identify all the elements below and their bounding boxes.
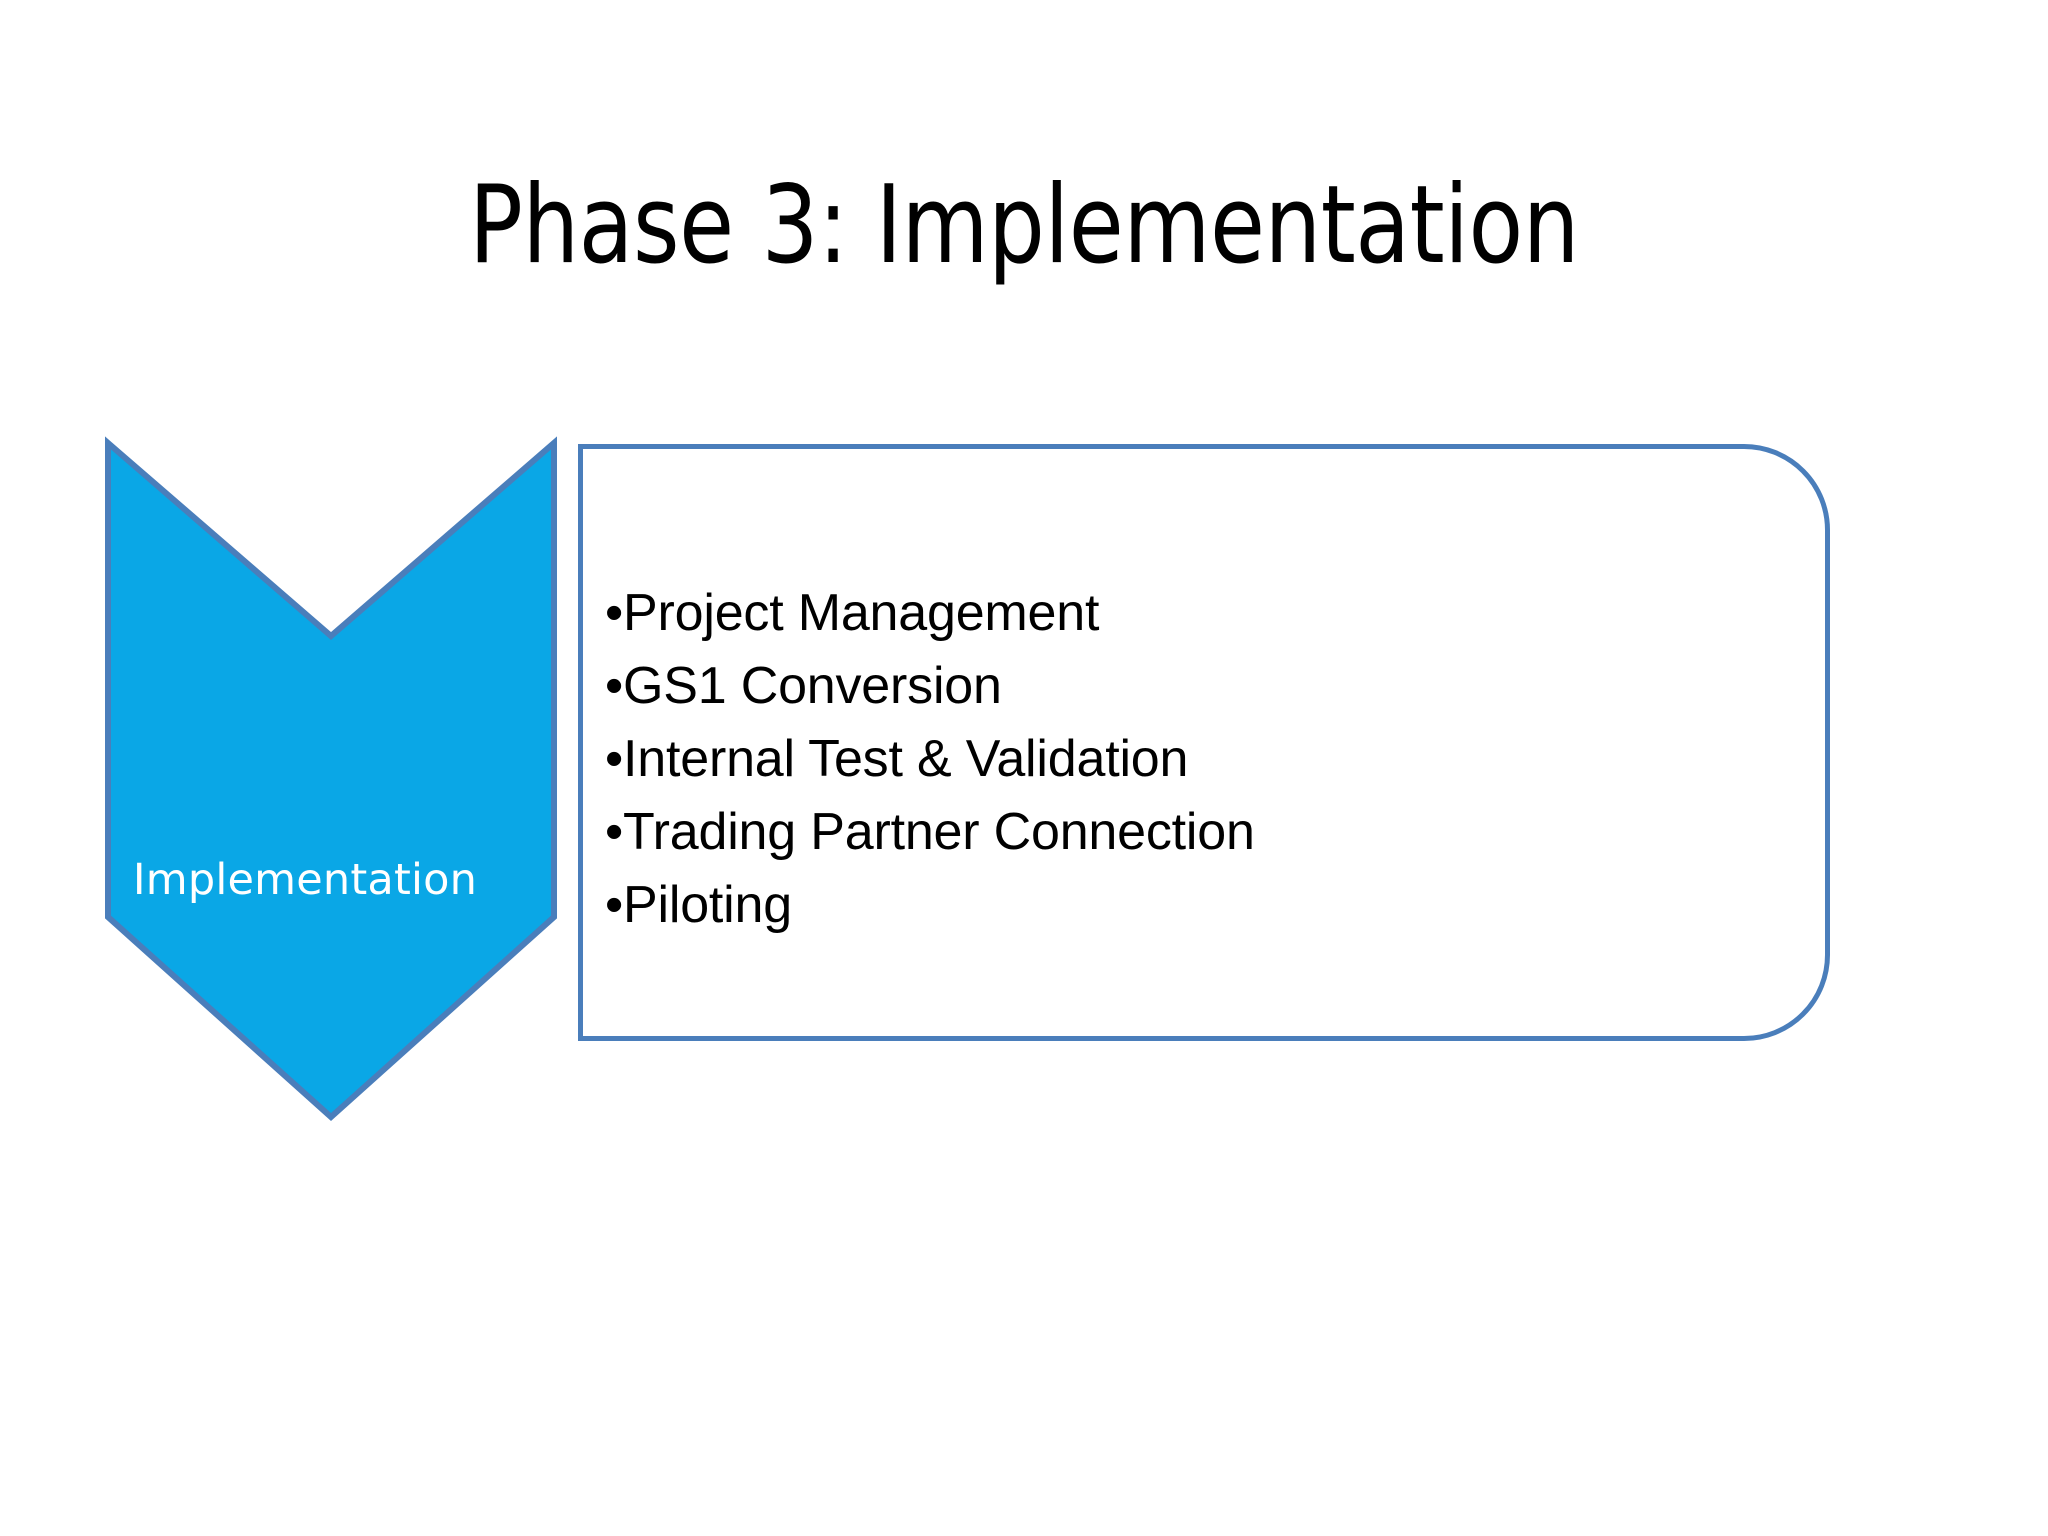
- bullet-point-icon: •: [605, 803, 624, 861]
- list-item: •Piloting: [605, 869, 1255, 942]
- list-item: •GS1 Conversion: [605, 650, 1255, 723]
- page-title: Phase 3: Implementation: [469, 163, 1579, 289]
- bullet-point-icon: •: [605, 657, 624, 715]
- bullet-point-icon: •: [605, 584, 624, 642]
- chevron-shape-icon: [105, 436, 557, 1122]
- details-panel: •Project Management •GS1 Conversion •Int…: [578, 444, 1830, 1041]
- list-item-label: GS1 Conversion: [623, 657, 1002, 715]
- list-item-label: Trading Partner Connection: [623, 803, 1255, 861]
- phase-chevron[interactable]: Implementation: [105, 436, 557, 1122]
- list-item: •Project Management: [605, 577, 1255, 650]
- bullet-list: •Project Management •GS1 Conversion •Int…: [605, 577, 1255, 942]
- list-item-label: Project Management: [623, 584, 1100, 642]
- list-item: •Trading Partner Connection: [605, 796, 1255, 869]
- bullet-point-icon: •: [605, 876, 624, 934]
- list-item-label: Internal Test & Validation: [623, 730, 1189, 788]
- bullet-point-icon: •: [605, 730, 624, 788]
- list-item: •Internal Test & Validation: [605, 723, 1255, 796]
- list-item-label: Piloting: [623, 876, 792, 934]
